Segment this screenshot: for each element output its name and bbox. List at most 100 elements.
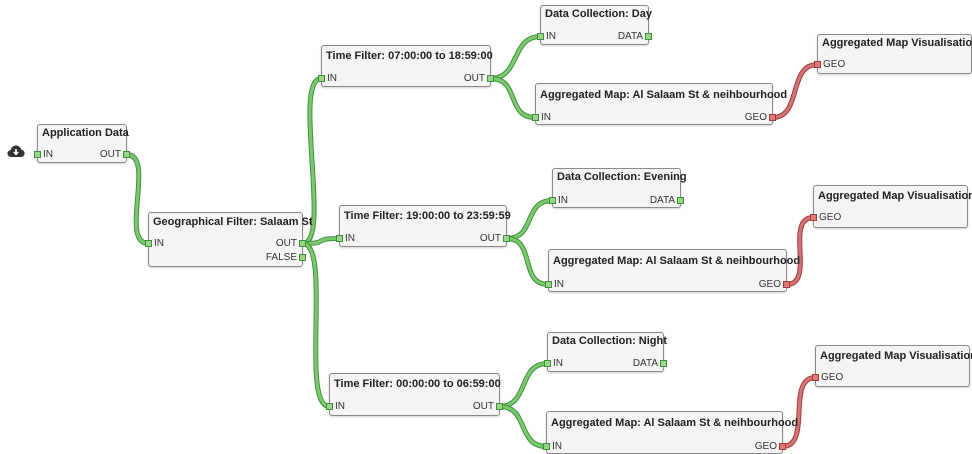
port-in[interactable]: IN — [545, 279, 564, 291]
node-data-collection-night[interactable]: Data Collection: Night IN DATA — [544, 332, 667, 372]
port-data[interactable]: DATA — [650, 195, 684, 207]
port-geo[interactable]: GEO — [755, 441, 786, 453]
port-connector[interactable] — [34, 151, 41, 158]
node-title: Aggregated Map: Al Salaam St & neihbourh… — [551, 417, 799, 429]
port-in[interactable]: IN — [537, 31, 556, 43]
port-connector[interactable] — [537, 33, 544, 40]
port-label: GEO — [821, 372, 844, 383]
port-out[interactable]: OUT — [276, 238, 306, 250]
port-in[interactable]: IN — [34, 149, 53, 161]
port-label: OUT — [463, 73, 485, 84]
port-connector[interactable] — [543, 443, 550, 450]
data-connection-wire[interactable] — [498, 405, 548, 448]
node-geographical-filter[interactable]: Geographical Filter: Salaam St IN OUT FA… — [145, 212, 313, 267]
node-data-collection-day[interactable]: Data Collection: Day IN DATA — [537, 5, 652, 45]
port-label: FALSE — [265, 252, 297, 263]
port-false[interactable]: FALSE — [265, 252, 306, 264]
data-connection-wire[interactable] — [489, 77, 537, 119]
port-connector[interactable] — [299, 240, 306, 247]
node-data-collection-evening[interactable]: Data Collection: Evening IN DATA — [549, 168, 687, 208]
port-connector[interactable] — [318, 75, 325, 82]
data-connection-wire[interactable] — [489, 35, 542, 80]
node-title: Data Collection: Evening — [557, 171, 687, 183]
cloud-download-icon[interactable] — [7, 144, 25, 158]
port-data[interactable]: DATA — [617, 31, 652, 43]
port-connector[interactable] — [812, 374, 819, 381]
data-connection-wire[interactable] — [301, 77, 323, 245]
port-in[interactable]: IN — [318, 73, 337, 85]
node-title: Aggregated Map Visualisation — [818, 190, 972, 202]
port-connector[interactable] — [145, 240, 152, 247]
port-connector[interactable] — [336, 235, 343, 242]
port-in[interactable]: IN — [544, 358, 563, 370]
node-title: Aggregated Map: Al Salaam St & neihbourh… — [553, 255, 801, 267]
geo-connection-wire[interactable] — [771, 63, 819, 119]
port-in[interactable]: IN — [336, 233, 355, 245]
port-connector[interactable] — [810, 214, 817, 221]
port-label: IN — [154, 238, 164, 249]
port-connector[interactable] — [544, 360, 551, 367]
node-aggregated-map-day[interactable]: Aggregated Map: Al Salaam St & neihbourh… — [532, 83, 787, 125]
port-connector[interactable] — [326, 403, 333, 410]
port-connector[interactable] — [545, 281, 552, 288]
geo-connection-wire[interactable] — [785, 216, 815, 286]
port-label: IN — [541, 112, 551, 123]
port-geo[interactable]: GEO — [758, 279, 790, 291]
port-connector[interactable] — [123, 151, 130, 158]
port-connector[interactable] — [779, 443, 786, 450]
port-label: DATA — [632, 358, 658, 369]
data-connection-wire[interactable] — [301, 237, 341, 245]
port-geo[interactable]: GEO — [812, 372, 844, 384]
node-title: Data Collection: Day — [545, 8, 652, 20]
port-geo[interactable]: GEO — [810, 212, 841, 224]
port-label: OUT — [479, 233, 501, 244]
port-label: IN — [345, 233, 355, 244]
node-map-visualisation-night[interactable]: Aggregated Map Visualisation GEO — [812, 345, 972, 387]
node-aggregated-map-evening[interactable]: Aggregated Map: Al Salaam St & neihbourh… — [545, 249, 800, 292]
port-in[interactable]: IN — [532, 112, 551, 124]
node-time-filter-night[interactable]: Time Filter: 00:00:00 to 06:59:00 IN OUT — [326, 373, 503, 416]
port-label: DATA — [617, 31, 643, 42]
node-aggregated-map-night[interactable]: Aggregated Map: Al Salaam St & neihbourh… — [543, 411, 798, 454]
port-in[interactable]: IN — [543, 441, 562, 453]
port-out[interactable]: OUT — [472, 401, 503, 413]
port-label: IN — [558, 195, 568, 206]
port-connector[interactable] — [503, 235, 510, 242]
data-connection-wire[interactable] — [505, 199, 554, 240]
port-label: OUT — [472, 401, 494, 412]
port-data[interactable]: DATA — [632, 358, 667, 370]
port-connector[interactable] — [549, 197, 556, 204]
port-label: GEO — [758, 279, 781, 290]
port-connector[interactable] — [496, 403, 503, 410]
port-connector[interactable] — [660, 360, 667, 367]
port-connector[interactable] — [299, 254, 306, 261]
port-in[interactable]: IN — [145, 238, 164, 250]
node-map-visualisation-evening[interactable]: Aggregated Map Visualisation GEO — [810, 185, 972, 228]
node-application-data[interactable]: Application Data IN OUT — [34, 124, 130, 163]
port-connector[interactable] — [487, 75, 494, 82]
port-label: IN — [335, 401, 345, 412]
data-connection-wire[interactable] — [125, 153, 150, 245]
port-connector[interactable] — [769, 114, 776, 121]
port-geo[interactable]: GEO — [745, 112, 776, 124]
port-out[interactable]: OUT — [463, 73, 494, 85]
node-map-visualisation-day[interactable]: Aggregated Map Visualisation GEO — [814, 34, 972, 74]
port-connector[interactable] — [677, 197, 684, 204]
node-title: Aggregated Map Visualisation — [820, 350, 972, 362]
port-in[interactable]: IN — [326, 401, 345, 413]
port-connector[interactable] — [532, 114, 539, 121]
geo-connection-wire[interactable] — [781, 376, 817, 448]
port-in[interactable]: IN — [549, 195, 568, 207]
data-connection-wire[interactable] — [498, 362, 549, 408]
port-connector[interactable] — [814, 61, 821, 68]
port-connector[interactable] — [645, 33, 652, 40]
port-out[interactable]: OUT — [479, 233, 510, 245]
node-time-filter-day[interactable]: Time Filter: 07:00:00 to 18:59:00 IN OUT — [318, 45, 494, 87]
port-out[interactable]: OUT — [100, 149, 130, 161]
node-time-filter-evening[interactable]: Time Filter: 19:00:00 to 23:59:59 IN OUT — [336, 205, 511, 247]
data-connection-wire[interactable] — [301, 242, 331, 408]
port-connector[interactable] — [783, 281, 790, 288]
port-geo[interactable]: GEO — [814, 59, 845, 71]
data-connection-wire[interactable] — [505, 237, 550, 286]
